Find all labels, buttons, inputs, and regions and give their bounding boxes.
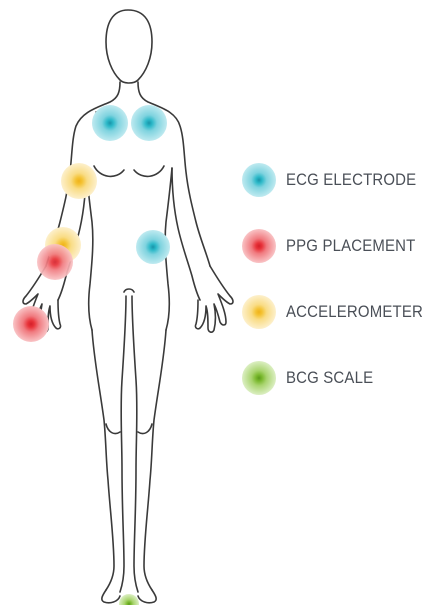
legend: ECG ELECTRODE PPG PLACEMENT ACCELEROMETE… [240, 160, 440, 424]
legend-label-accelerometer: ACCELEROMETER [286, 302, 423, 322]
accelerometer-marker-upper-arm [61, 163, 97, 199]
right-breast-outline [134, 166, 164, 176]
left-breast-outline [94, 166, 124, 176]
ecg-marker-left-chest [92, 105, 128, 141]
legend-item-ecg: ECG ELECTRODE [240, 160, 440, 200]
bcg-scale-icon [240, 359, 278, 397]
ppg-marker-forearm [37, 244, 73, 280]
ppg-placement-icon [240, 227, 278, 265]
right-hand-outline [195, 266, 233, 332]
legend-item-bcg: BCG SCALE [240, 358, 440, 398]
legend-label-ecg: ECG ELECTRODE [286, 170, 416, 190]
right-knee [138, 424, 152, 434]
ecg-marker-side [136, 230, 170, 264]
ecg-marker-right-chest [131, 105, 167, 141]
right-leg-outline [144, 330, 166, 590]
left-inner-leg-outline [120, 296, 126, 592]
right-inner-leg-outline [132, 296, 138, 592]
legend-label-bcg: BCG SCALE [286, 368, 373, 388]
left-knee [106, 424, 120, 434]
ecg-electrode-icon [240, 161, 278, 199]
left-leg-outline [92, 330, 114, 590]
crotch-outline [124, 289, 134, 292]
legend-item-ppg: PPG PLACEMENT [240, 226, 440, 266]
accelerometer-icon [240, 293, 278, 331]
bcg-marker-foot [119, 594, 139, 605]
body-outline [23, 10, 233, 603]
legend-item-accelerometer: ACCELEROMETER [240, 292, 440, 332]
head-outline [106, 10, 152, 83]
ppg-marker-finger [13, 306, 49, 342]
right-foot-outline [138, 590, 156, 603]
legend-label-ppg: PPG PLACEMENT [286, 236, 415, 256]
left-foot-outline [102, 590, 120, 603]
right-inner-arm-outline [172, 168, 200, 300]
